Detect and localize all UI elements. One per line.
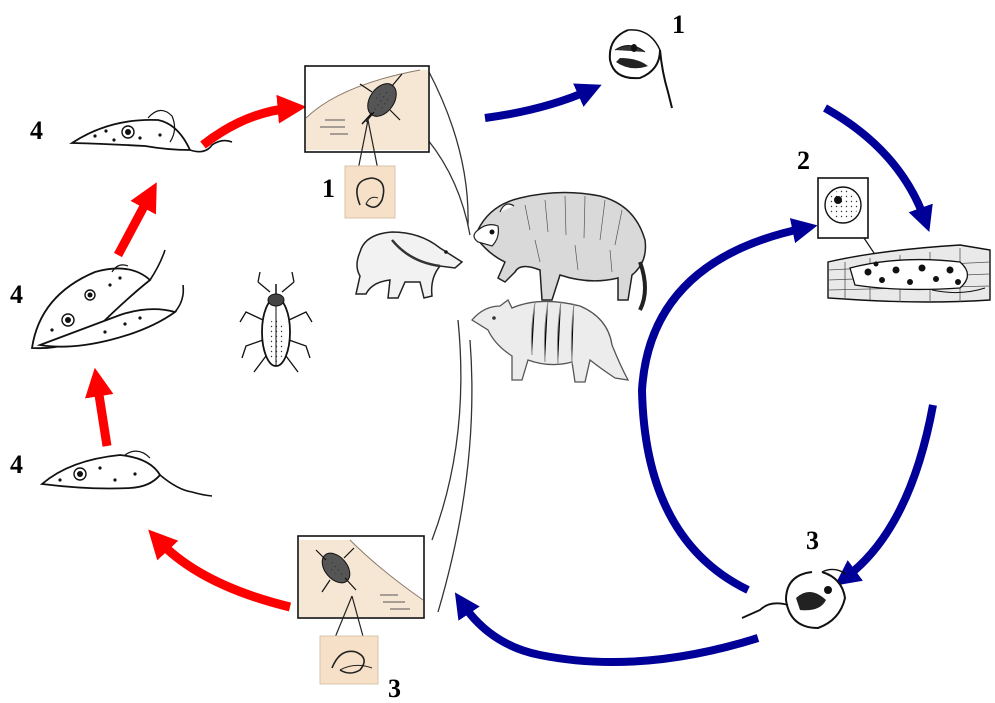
arrow-to-bottom-inset — [462, 603, 758, 662]
kissing-bug-icon — [240, 272, 312, 372]
epimastigote-bottom — [42, 451, 212, 496]
stage-label-3-bottom: 3 — [388, 676, 401, 702]
epimastigote-dividing — [32, 250, 183, 348]
arrow-from-bottom-inset — [158, 540, 290, 607]
armadillo-icon — [472, 300, 628, 382]
anteater-icon — [356, 232, 462, 298]
arrow-loop-to-stage-2 — [642, 228, 805, 590]
arrow-down-to-stage-3 — [845, 405, 933, 578]
stage-label-4-top: 4 — [30, 118, 43, 144]
opossum-icon — [474, 192, 645, 310]
infected-muscle-tissue — [828, 245, 990, 303]
vector-cycle-arrows — [97, 108, 292, 607]
trypomastigote-stage-1 — [610, 30, 672, 108]
arrow-up-to-top-stage — [118, 195, 150, 255]
host-cycle-arrows — [462, 90, 933, 662]
bug-feeding-inset-bottom — [298, 536, 424, 684]
arrow-to-top-inset — [203, 108, 292, 145]
stage-label-2: 2 — [797, 148, 810, 174]
stage-label-4-bottom: 4 — [10, 452, 23, 478]
trypomastigote-stage-3 — [742, 569, 846, 628]
arrow-up-to-middle-stage — [97, 382, 107, 446]
stage-label-1-inset: 1 — [322, 176, 335, 202]
stage-label-3-right: 3 — [806, 528, 819, 554]
stage-label-4-middle: 4 — [10, 282, 23, 308]
connector-lines — [428, 70, 472, 612]
stage-label-1-top-right: 1 — [672, 12, 685, 38]
amastigote-stage-2 — [818, 178, 880, 262]
arrow-to-stage-1 — [485, 90, 590, 118]
